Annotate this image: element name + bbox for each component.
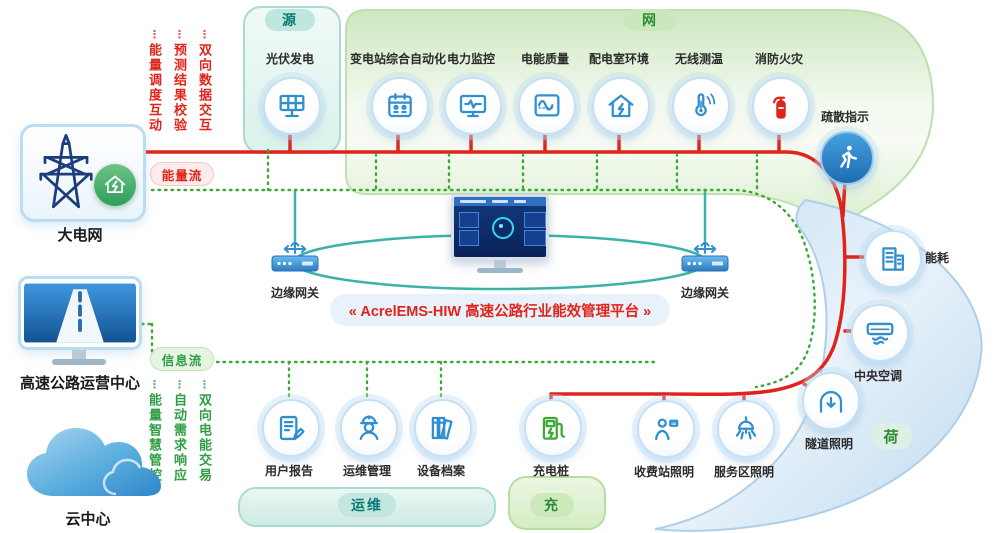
evacuation-sign-label: 疏散指示 [820,110,870,124]
section-label-ops: 运维 [338,493,396,517]
fire-extinguisher-glyph [765,90,797,122]
ops-center-label: 高速公路运营中心 [19,375,140,392]
fire-safety-label: 消防火灾 [754,52,804,66]
toll-station-lighting-icon [637,400,695,458]
edge-gateway-left-icon [271,241,319,272]
flow-text-bidirectional-data: 双向数据交互 [192,28,214,168]
tunnel-lighting-icon [802,372,860,430]
maintenance-management-label: 运维管理 [342,464,392,478]
maintenance-worker-icon [340,399,398,457]
dashboard-monitor-base [477,268,523,273]
wireless-temperature-icon [672,77,730,135]
energy-flow-line [140,150,847,397]
pv-power-label: 光伏发电 [265,52,315,66]
user-report-icon [262,399,320,457]
platform-title: « AcrelEMS-HIW 高速公路行业能效管理平台 » [330,294,670,326]
substation-automation-icon [371,77,429,135]
report-glyph [275,412,307,444]
ac-glyph [864,317,896,349]
substation-automation-label: 变电站综合自动化 [349,52,447,66]
central-ac-icon [851,304,909,362]
equipment-archive-icon [414,399,472,457]
worker-glyph [353,412,385,444]
home-bolt-glyph [104,175,126,193]
charger-glyph [537,412,569,444]
service-area-lighting-label: 服务区照明 [713,465,775,479]
house-bolt-icon [592,77,650,135]
edge-gateway-right-label: 边缘网关 [680,286,729,300]
area-light-glyph [730,413,762,445]
distribution-room-env-label: 配电室环境 [588,52,650,66]
substation-glyph [384,90,416,122]
power-quality-label: 电能质量 [520,52,570,66]
tunnel-lighting-label: 隧道照明 [804,437,854,451]
service-area-lighting-icon [717,400,775,458]
big-grid-label: 大电网 [57,227,103,244]
edge-gateway-left-label: 边缘网关 [270,286,319,300]
power-monitoring-label: 电力监控 [446,52,496,66]
section-label-load: 荷 [872,423,912,449]
house-bolt-glyph [605,90,637,122]
toll-glyph [650,413,682,445]
dashboard-gauge-dot [499,224,503,228]
power-quality-icon [518,77,576,135]
flow-text-smart-energy-control: 能量智慧管控 [142,378,164,518]
section-label-grid: 网 [624,9,676,31]
flow-text-forecast-check: 预测结果校验 [167,28,189,168]
dashboard-monitor-neck [494,260,506,268]
energy-flow-stubs [288,129,867,402]
cloud-center-label: 云中心 [65,511,111,528]
flow-text-auto-demand-response: 自动需求响应 [167,378,189,518]
cloud-icon [27,428,161,496]
dashboard-gauge-ring [492,217,514,239]
central-ac-label: 中央空调 [853,369,903,383]
power-monitoring-glyph [457,90,489,122]
charging-pile-icon [524,399,582,457]
section-label-charge: 充 [530,493,574,517]
equipment-archive-label: 设备档案 [416,464,466,478]
dashboard-panel-right-1 [524,212,546,228]
building-glyph [877,243,909,275]
runner-glyph [831,142,863,174]
info-flow-label: 信息流 [150,347,214,371]
ops-monitor-base [52,359,106,365]
transmission-tower-icon [39,133,93,209]
green-home-bolt-icon [94,164,136,206]
tunnel-glyph [815,385,847,417]
dashboard-panel-left-2 [459,230,479,246]
building-energy-icon [864,230,922,288]
dashboard-header-bar [454,197,546,206]
section-label-source: 源 [265,9,315,31]
highway-screen-glyph [24,283,136,343]
dashboard-panel-left-1 [459,212,479,228]
toll-station-lighting-label: 收费站照明 [633,465,695,479]
power-monitoring-icon [444,77,502,135]
user-report-label: 用户报告 [264,464,314,478]
ops-monitor-neck [72,350,86,359]
solar-panel-icon [263,77,321,135]
power-quality-glyph [531,90,563,122]
evacuation-runner-icon [820,131,874,185]
fire-extinguisher-icon [752,77,810,135]
info-flow-stubs-top [266,148,759,192]
info-flow-line-bottom [140,322,658,400]
flow-text-energy-dispatch: 能量调度互动 [142,28,164,168]
energy-consumption-label: 能耗 [925,251,950,265]
flow-text-bidirectional-trading: 双向电能交易 [192,378,214,518]
ops-center-monitor-icon [18,276,142,350]
wireless-temperature-label: 无线测温 [674,52,724,66]
solar-panel-glyph [276,90,308,122]
thermometer-glyph [685,90,717,122]
dashboard-panel-right-2 [524,230,546,246]
edge-gateway-right-icon [681,241,729,272]
charging-pile-label: 充电桩 [532,464,570,478]
platform-dashboard-screen [451,194,549,260]
archive-glyph [427,412,459,444]
